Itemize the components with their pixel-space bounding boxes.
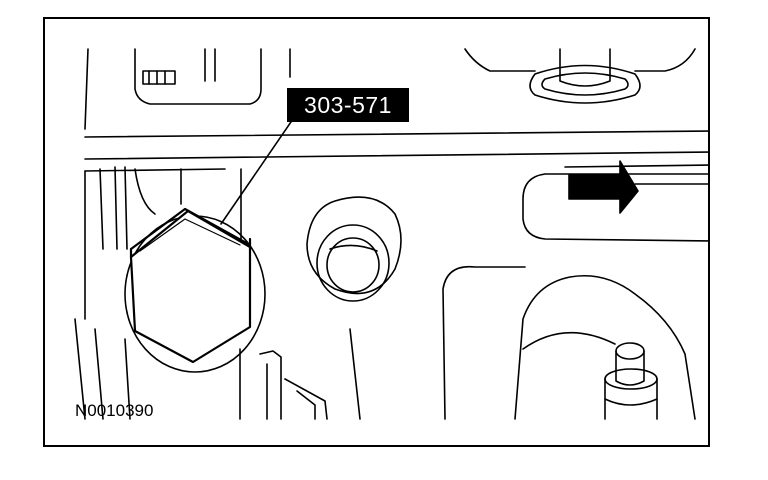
callout-leader: [220, 118, 294, 225]
right-slot: [522, 173, 708, 242]
tool-callout-label: 303-571: [287, 88, 409, 122]
hex-bolt-icon: [129, 207, 252, 364]
lower-right-boss: [442, 265, 696, 420]
upper-right-boss: [464, 48, 696, 104]
stud-icon: [604, 342, 658, 420]
figure-id: N0010390: [75, 401, 154, 420]
engine-illustration: [74, 48, 708, 420]
upper-flange: [84, 130, 708, 172]
direction-arrow-icon: [568, 160, 639, 214]
diagram-frame: 303-571 N0010390: [43, 17, 710, 447]
left-wall: [74, 166, 128, 420]
round-port: [306, 196, 402, 302]
lower-bracket: [259, 328, 361, 420]
upper-left-casting: [84, 48, 291, 130]
